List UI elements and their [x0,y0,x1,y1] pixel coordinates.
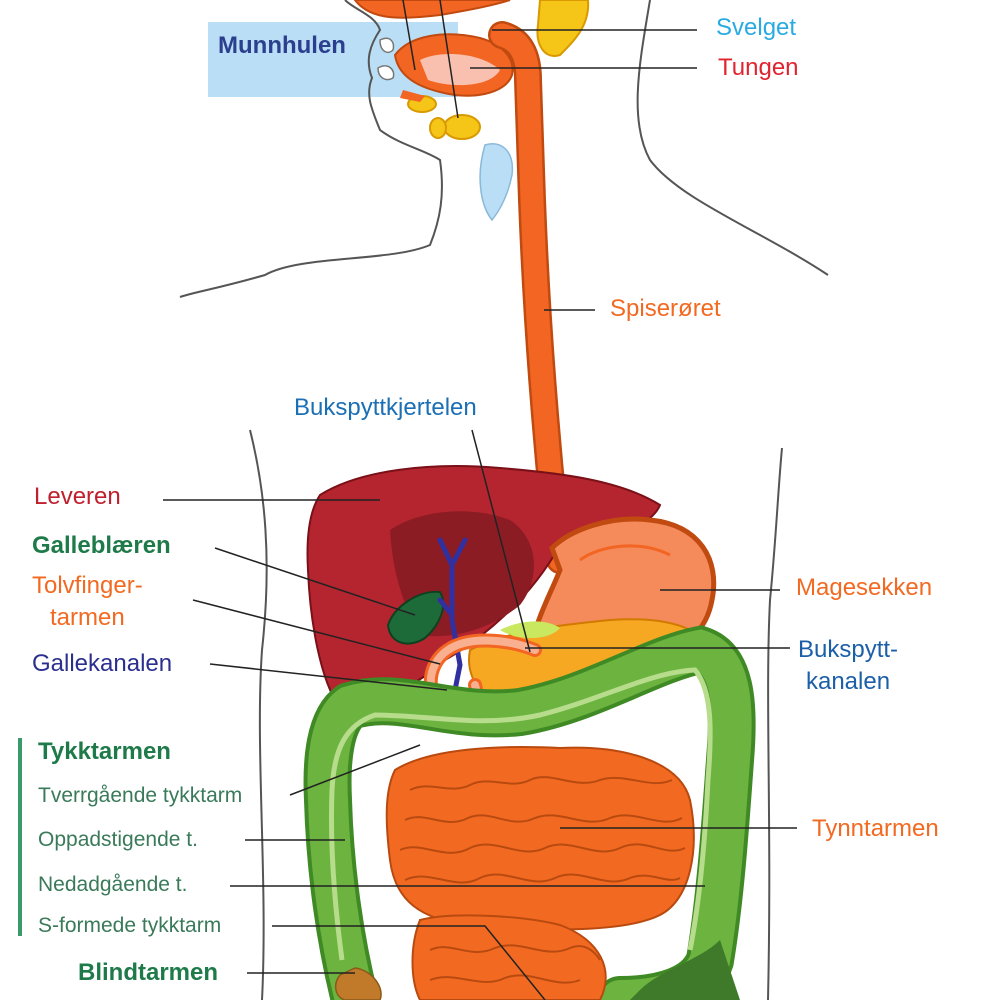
label-tolvfinger-line2: tarmen [50,604,125,631]
label-oppadstigende: Oppadstigende t. [38,828,198,851]
label-tynntarmen: Tynntarmen [812,815,939,842]
label-s-formede: S-formede tykktarm [38,914,222,937]
label-tolvfingertarmen: Tolvfinger-tarmen [32,570,143,634]
label-bukspytt-line1: Bukspytt- [798,636,899,663]
label-tolvfinger-line1: Tolvfinger- [32,572,143,599]
label-munnhulen: Munnhulen [218,32,346,59]
label-tykktarmen: Tykktarmen [38,738,171,765]
label-magesekken: Magesekken [796,574,933,601]
label-svelget: Svelget [716,14,797,41]
label-gallekanalen: Gallekanalen [32,650,173,677]
tykktarmen-bracket [18,738,22,936]
label-tverrgaende: Tverrgående tykktarm [38,784,243,807]
label-bukspyttkanalen: Bukspytt-kanalen [798,634,898,698]
label-bukspyttkjertelen: Bukspyttkjertelen [294,394,477,421]
label-galleblaeren: Galleblæren [32,532,171,559]
gallbladder [386,590,445,645]
label-spiseroret: Spiserøret [610,295,721,322]
small-intestine [385,746,695,1000]
leader-lines [163,0,797,1000]
label-leveren: Leveren [34,483,121,510]
salivary-glands [407,0,590,140]
label-nedadgaende: Nedadgående t. [38,873,188,896]
label-bukspytt-line2: kanalen [805,668,891,695]
body-outline [179,0,829,1000]
label-blindtarmen: Blindtarmen [78,959,219,986]
label-tungen: Tungen [718,54,799,81]
oral-cavity [353,0,514,222]
large-intestine [303,625,756,1000]
